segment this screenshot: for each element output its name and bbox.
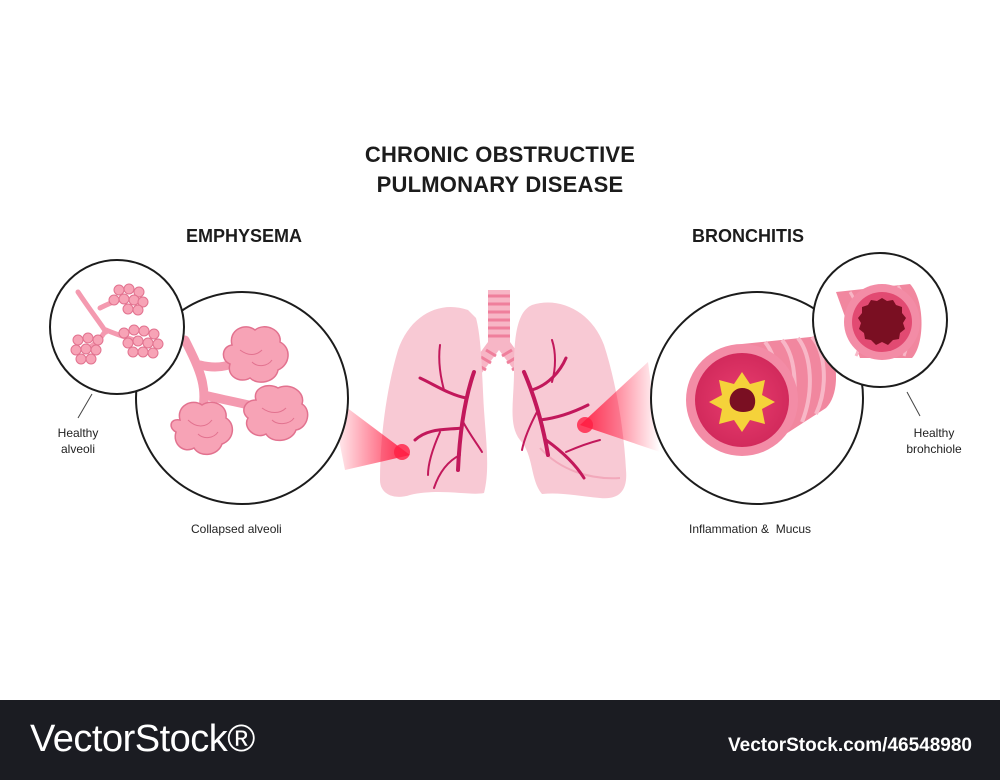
title-line-1: CHRONIC OBSTRUCTIVE bbox=[364, 142, 636, 167]
lungs-illustration bbox=[380, 290, 627, 499]
left-bronchi bbox=[413, 344, 483, 489]
healthy-alveoli-clusters bbox=[70, 283, 164, 365]
healthy-bronchiole-label-line-1: Healthy bbox=[913, 426, 955, 440]
healthy-bronchiole-label-line-2: brohchiole bbox=[906, 442, 962, 456]
emphysema-heading: EMPHYSEMA bbox=[186, 226, 303, 246]
copd-illustration bbox=[49, 252, 948, 505]
inflammation-mucus-label: Inflammation & Mucus bbox=[689, 522, 812, 536]
footer-image-code: VectorStock.com/46548980 bbox=[728, 735, 972, 756]
healthy-bronchiole-circle bbox=[812, 252, 948, 417]
bronchitis-heading: BRONCHITIS bbox=[692, 226, 804, 246]
watermark-footer: VectorStock® VectorStock.com/46548980 bbox=[0, 700, 1000, 780]
footer-brand: VectorStock® bbox=[30, 718, 255, 760]
right-bronchi bbox=[521, 339, 601, 480]
healthy-alveoli-label: Healthy alveoli bbox=[48, 425, 108, 457]
inflamed-bronchiole-circle bbox=[650, 291, 864, 505]
collapsed-alveoli-circle bbox=[135, 291, 349, 505]
healthy-lumen bbox=[858, 298, 906, 345]
emphysema-highlight-beam bbox=[330, 395, 410, 470]
bronchitis-highlight-beam bbox=[580, 362, 660, 452]
infographic-canvas: CHRONIC OBSTRUCTIVE PULMONARY DISEASE EM… bbox=[48, 142, 974, 536]
healthy-alveoli-label-line-1: Healthy bbox=[57, 426, 99, 440]
healthy-bronchiole-label: Healthy brohchiole bbox=[894, 425, 974, 457]
left-lung bbox=[380, 306, 488, 497]
healthy-alveoli-label-line-2: alveoli bbox=[60, 442, 96, 456]
collapsed-alveoli-label: Collapsed alveoli bbox=[191, 522, 282, 536]
title-line-2: PULMONARY DISEASE bbox=[376, 172, 624, 197]
healthy-alveoli-circle bbox=[49, 259, 185, 419]
